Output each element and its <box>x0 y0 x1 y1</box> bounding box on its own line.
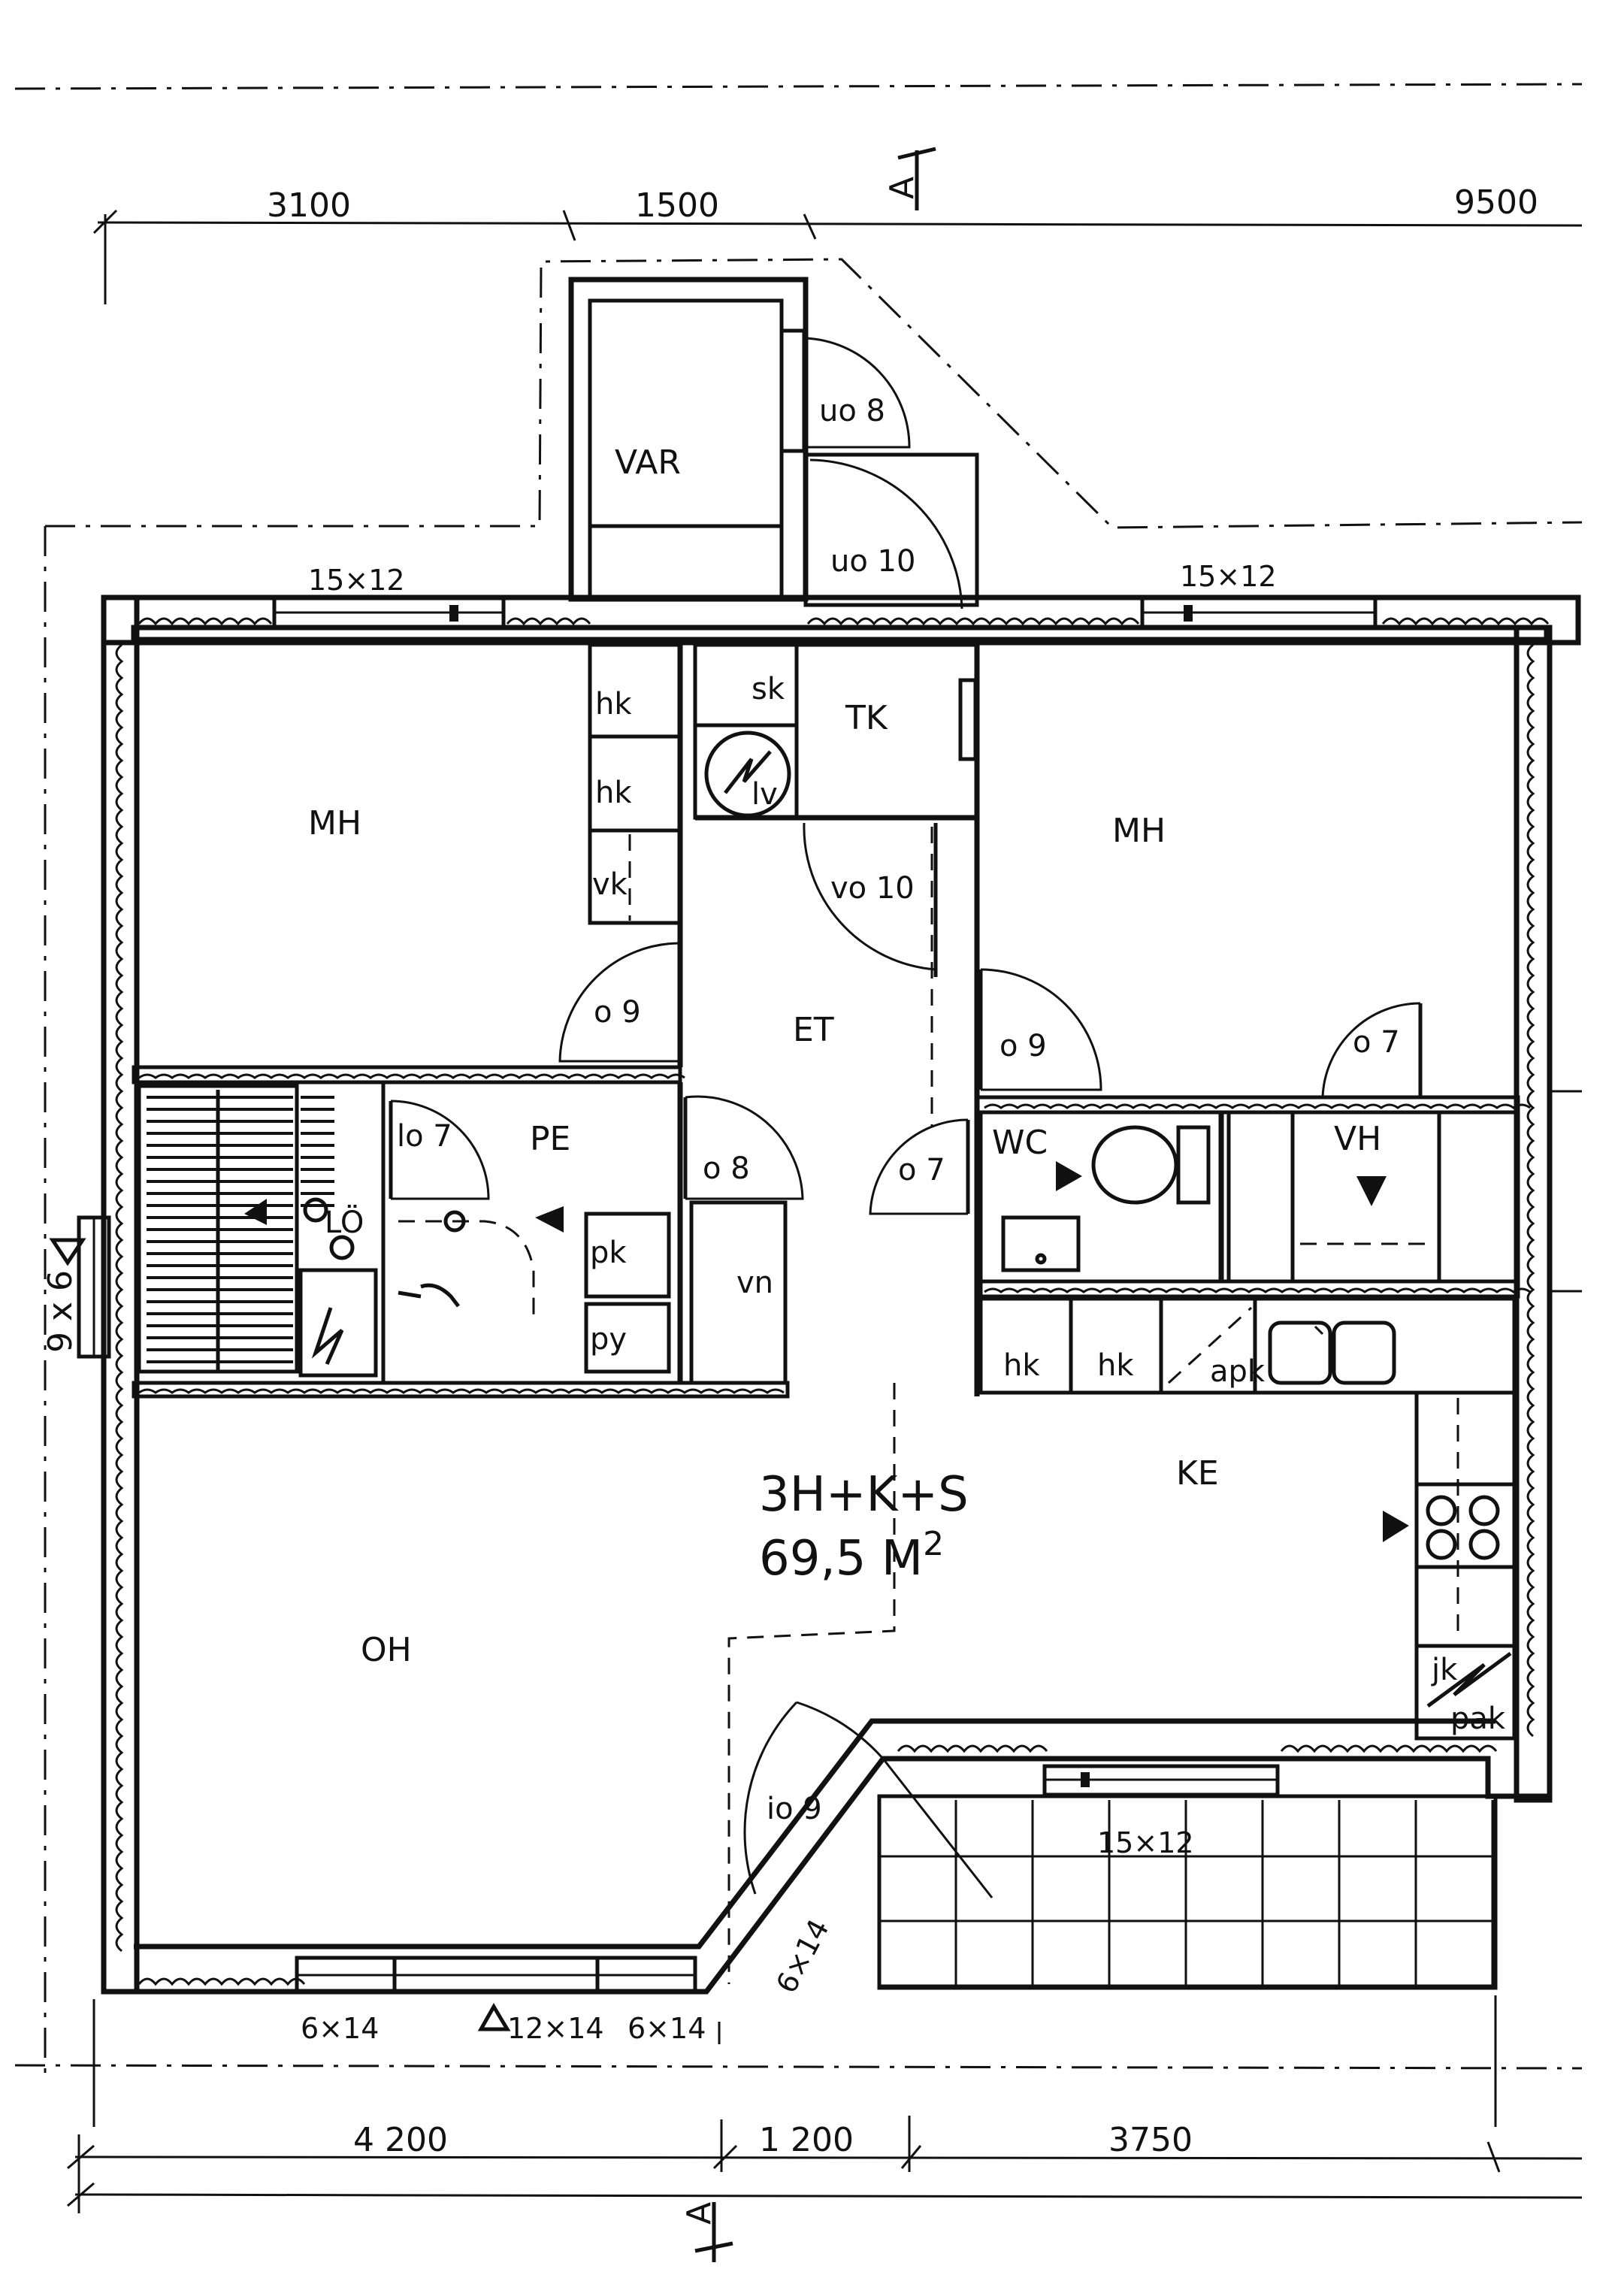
door-label-uo8: uo 8 <box>819 394 885 428</box>
dimension-top-3: 9500 <box>1454 183 1538 222</box>
dimension-top-2: 1500 <box>635 186 719 225</box>
fixture-sk: sk <box>752 672 785 706</box>
section-label-bottom: A <box>680 2202 718 2225</box>
apartment-area-value: 69,5 M <box>759 1531 923 1587</box>
room-ke: KE <box>1176 1454 1219 1493</box>
window-label-bottom-1: 6×14 <box>301 2012 379 2045</box>
door-label-o9-left: o 9 <box>594 995 641 1030</box>
section-label-top: A <box>883 177 921 199</box>
door-label-uo10: uo 10 <box>830 544 915 579</box>
door-o8 <box>683 1095 804 1200</box>
fixture-hk-3: hk <box>1003 1348 1040 1383</box>
dimension-bottom-1: 4 200 <box>353 2121 448 2159</box>
insulation-wave <box>984 1103 1531 1109</box>
room-mh-right: MH <box>1112 812 1166 850</box>
door-label-o9-right: o 9 <box>1000 1029 1047 1063</box>
fixture-symbols <box>398 731 1324 1336</box>
fixture-hk-1: hk <box>595 687 632 721</box>
insulation-wave <box>138 1977 306 1986</box>
window-label-balcony: 15×12 <box>1097 1826 1194 1859</box>
fixture-py: py <box>590 1322 627 1357</box>
section-marker-bottom <box>694 2202 733 2262</box>
window-label-top-left: 15×12 <box>308 564 405 597</box>
dimension-side: 9 x 6 <box>41 1270 80 1353</box>
insulation-wave <box>1280 1744 1498 1753</box>
window-label-bottom-3: 6×14 <box>628 2012 706 2045</box>
insulation-wave <box>138 617 273 626</box>
room-pe: PE <box>530 1120 570 1158</box>
dimension-bottom-2: 1 200 <box>759 2121 854 2159</box>
fixture-vn: vn <box>736 1266 773 1300</box>
door-uo8 <box>803 337 911 449</box>
door-label-o8: o 8 <box>703 1151 750 1186</box>
room-oh: OH <box>361 1631 412 1669</box>
apartment-type: 3H+K+S <box>759 1467 969 1523</box>
interior-walls <box>132 643 1520 1741</box>
insulation-wave <box>897 1744 1048 1753</box>
door-label-o7-wc: o 7 <box>898 1153 945 1187</box>
fixture-apk: apk <box>1210 1354 1266 1389</box>
door-label-o7-vh: o 7 <box>1353 1025 1400 1060</box>
site-boundary-lines <box>14 83 1583 2074</box>
insulation-wave <box>506 617 591 626</box>
room-et: ET <box>793 1011 834 1049</box>
insulation-wave <box>984 1287 1531 1293</box>
windows <box>49 595 1497 2127</box>
room-lo: LÖ <box>325 1204 364 1240</box>
door-uo10 <box>803 452 979 610</box>
door-o9-left <box>558 942 682 1063</box>
balcony <box>877 1794 1498 1990</box>
window-label-top-right: 15×12 <box>1180 560 1277 593</box>
fixture-pk: pk <box>590 1236 627 1270</box>
section-marker-top <box>897 147 936 210</box>
fixture-vk: vk <box>592 867 628 902</box>
door-label-vo10: vo 10 <box>830 871 915 906</box>
sauna-bench <box>137 1084 378 1378</box>
room-tk: TK <box>845 699 888 737</box>
fixture-lv: lv <box>752 777 778 812</box>
apartment-area: 69,5 M2 <box>759 1525 944 1587</box>
room-wc: WC <box>992 1124 1048 1162</box>
door-o7-wc <box>869 1118 970 1215</box>
insulation-wave <box>138 1388 785 1394</box>
door-label-lo7: lo 7 <box>397 1119 452 1154</box>
insulation-wave <box>115 643 124 1953</box>
zone-dashed-lines <box>398 827 933 1984</box>
top-dimension-line <box>92 209 1583 304</box>
window-label-diagonal: 6×14 <box>770 1913 836 1998</box>
fixture-pak: pak <box>1450 1702 1506 1736</box>
insulation-wave <box>806 617 1140 626</box>
door-io9 <box>743 1701 993 1898</box>
fixture-hk-4: hk <box>1097 1348 1134 1383</box>
storage-var <box>568 277 809 602</box>
insulation-wave <box>1381 617 1550 626</box>
dimension-bottom-3: 3750 <box>1108 2121 1193 2159</box>
fixture-jk: jk <box>1431 1653 1458 1687</box>
room-vh: VH <box>1334 1120 1381 1158</box>
dimension-top-1: 3100 <box>267 186 351 225</box>
door-vo10 <box>803 822 938 977</box>
direction-markers <box>244 1161 1409 1542</box>
window-label-bottom-2: 12×14 <box>507 2012 604 2045</box>
wall-insulation <box>115 617 1550 1986</box>
fixture-hk-2: hk <box>595 776 632 810</box>
insulation-wave <box>138 1073 685 1079</box>
bottom-dimension-line <box>67 2116 1583 2213</box>
door-o7-vh <box>1321 1002 1423 1099</box>
door-label-io9: io 9 <box>767 1792 822 1826</box>
apartment-area-unit: 2 <box>923 1525 944 1563</box>
insulation-wave <box>1526 643 1535 1738</box>
door-lo7 <box>389 1100 490 1200</box>
room-var: VAR <box>615 443 681 482</box>
door-o9-right <box>978 968 1102 1091</box>
room-mh-left: MH <box>308 804 361 842</box>
